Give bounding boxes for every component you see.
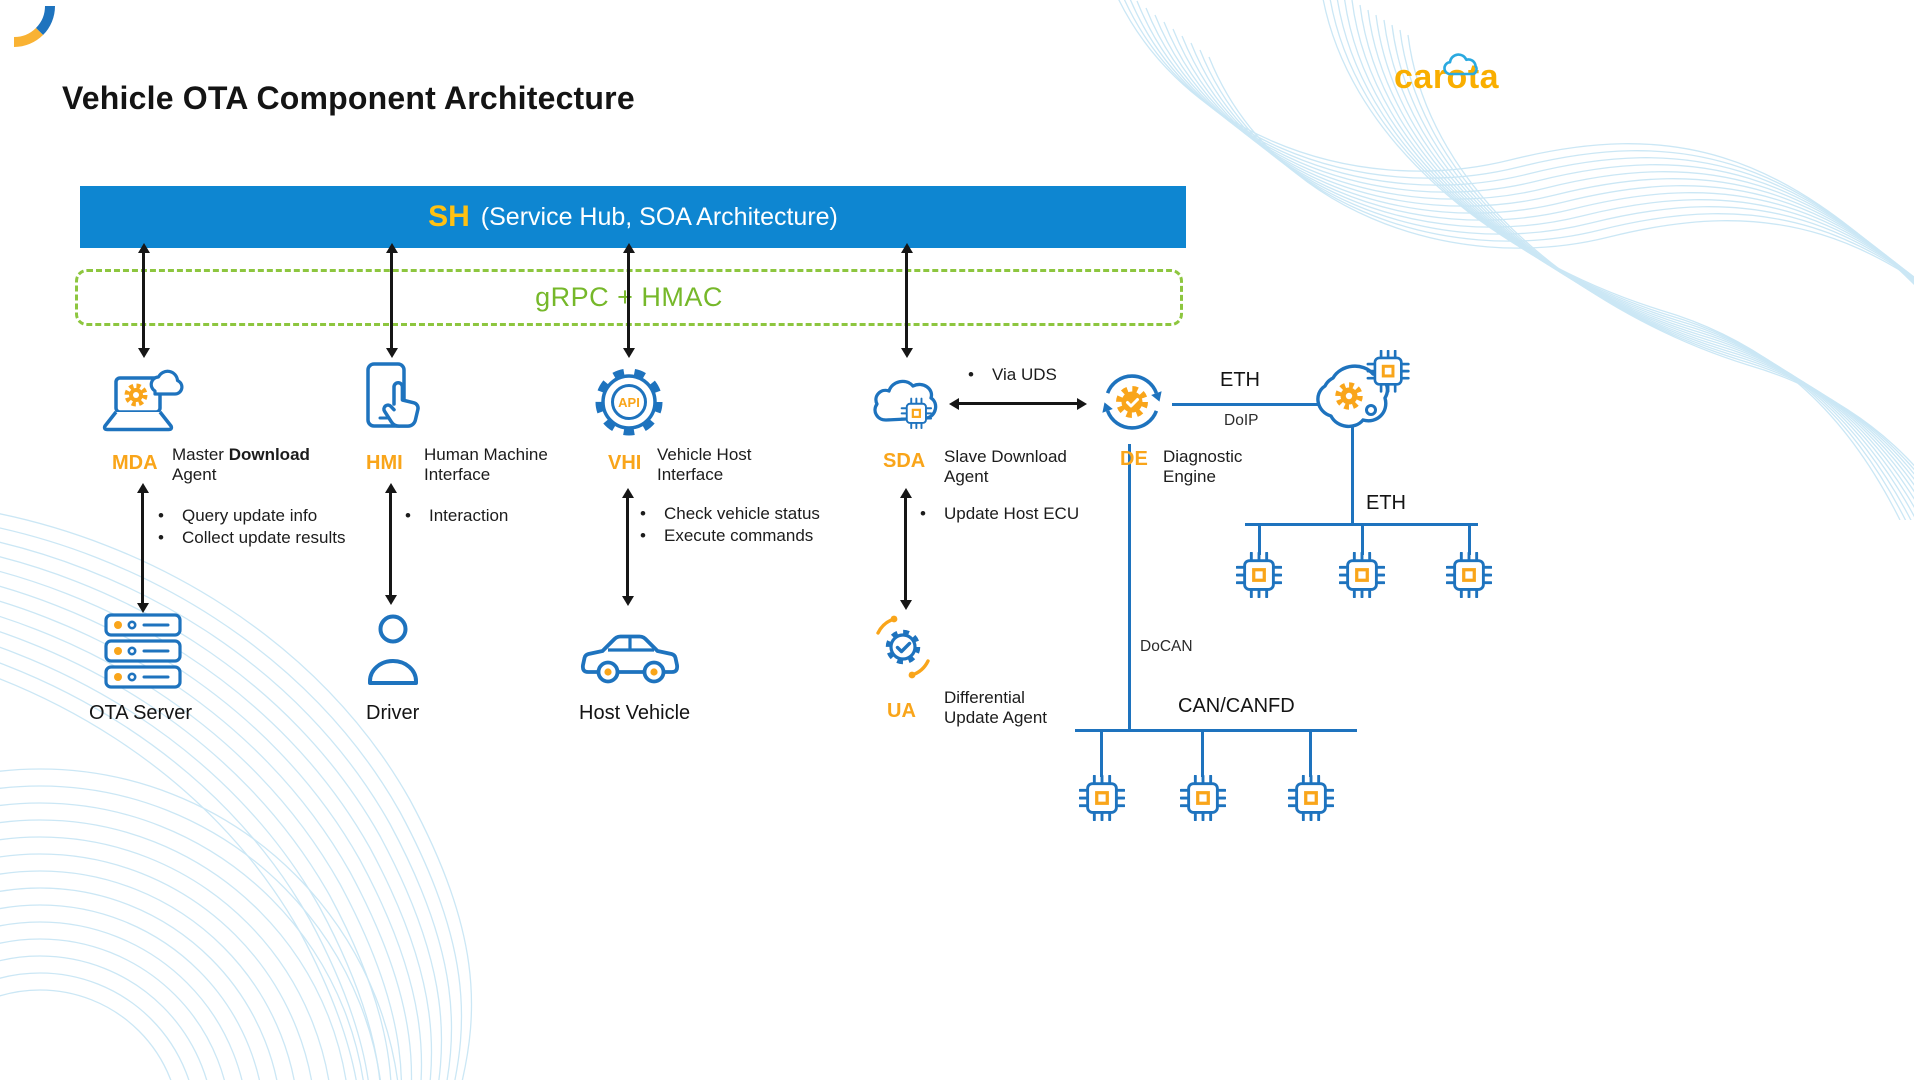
via-uds-bullet: Via UDS (966, 364, 1057, 386)
doip-label: DoIP (1224, 412, 1259, 429)
can-bus-line (1075, 729, 1357, 732)
vhi-description: Vehicle Host Interface (657, 445, 752, 484)
arrow-mda-ota-server (141, 492, 144, 604)
eth-top-label: ETH (1220, 369, 1260, 391)
docan-line (1128, 444, 1131, 732)
driver-person-icon (368, 614, 418, 685)
ota-server-icon (104, 613, 182, 689)
ota-server-label: OTA Server (89, 702, 192, 724)
host-vehicle-label: Host Vehicle (579, 702, 691, 724)
hmi-phone-hand-icon (366, 362, 420, 428)
can-bus-drop-1 (1100, 731, 1103, 777)
ua-description: Differential Update Agent (944, 688, 1048, 727)
ua-update-gear-icon (876, 615, 930, 679)
via-uds-bullet-list: Via UDS (966, 364, 1057, 386)
vhi-bullet: Execute commands (638, 525, 820, 547)
mda-bullet: Collect update results (156, 527, 345, 549)
can-bus-drop-2 (1201, 731, 1204, 777)
gateway-ecu-icon (1316, 350, 1410, 428)
mda-bullet: Query update info (156, 505, 345, 527)
arrow-sda-de (958, 402, 1078, 405)
hmi-abbr: HMI (366, 452, 403, 474)
hmi-description: Human Machine Interface (424, 445, 548, 484)
arrow-sda-ua (904, 497, 907, 601)
mda-bullet-list: Query update info Collect update results (156, 505, 345, 549)
service-hub-banner: SH (Service Hub, SOA Architecture) (80, 186, 1186, 248)
sda-description: Slave Download Agent (944, 447, 1067, 486)
host-vehicle-car-icon (580, 634, 680, 684)
eth-bus-drop-2 (1361, 525, 1364, 555)
sda-abbr: SDA (883, 450, 926, 472)
hmi-bullet-list: Interaction (403, 505, 508, 527)
arrow-hmi-driver (389, 492, 392, 596)
de-sync-gear-icon (1102, 374, 1162, 430)
can-bus-label: CAN/CANFD (1178, 695, 1295, 717)
sda-bullet: Update Host ECU (918, 503, 1079, 525)
cloud-icon (1443, 53, 1478, 76)
ecu-chip-icon (1079, 775, 1125, 821)
vhi-bullet: Check vehicle status (638, 503, 820, 525)
eth-doip-line (1172, 403, 1318, 406)
page-title: Vehicle OTA Component Architecture (62, 80, 635, 116)
eth-bus-line (1245, 523, 1478, 526)
ua-abbr: UA (887, 700, 916, 722)
de-description: Diagnostic Engine (1163, 447, 1243, 486)
mda-laptop-cloud-icon (102, 369, 184, 432)
service-hub-label: (Service Hub, SOA Architecture) (480, 202, 838, 231)
can-bus-drop-3 (1309, 731, 1312, 777)
arrow-sh-sda (905, 252, 908, 349)
service-hub-abbr: SH (428, 200, 470, 233)
ecu-chip-icon (1339, 552, 1385, 598)
mda-desc-prefix: Master (172, 445, 229, 464)
eth-bus-drop-3 (1468, 525, 1471, 555)
arrow-sh-vhi (627, 252, 630, 349)
eth-bus-drop-1 (1258, 525, 1261, 555)
vhi-api-text: API (618, 395, 640, 410)
arrow-vhi-host-vehicle (626, 497, 629, 597)
eth-bus-label: ETH (1366, 492, 1406, 514)
driver-label: Driver (366, 702, 420, 724)
ecu-chip-icon (1288, 775, 1334, 821)
vhi-bullet-list: Check vehicle status Execute commands (638, 503, 820, 547)
docan-label: DoCAN (1140, 638, 1193, 655)
arrow-sh-hmi (390, 252, 393, 349)
vhi-api-gear-icon: API (595, 368, 663, 436)
mda-abbr: MDA (112, 452, 158, 474)
ecu-chip-icon (1236, 552, 1282, 598)
de-abbr: DE (1120, 448, 1148, 470)
mda-desc-bold: Download (228, 445, 310, 464)
ecu-chip-icon (1446, 552, 1492, 598)
sda-cloud-chip-icon (873, 379, 938, 430)
vhi-abbr: VHI (608, 452, 642, 474)
carota-logo: carota (1394, 53, 1499, 97)
mda-desc-suffix: Agent (172, 465, 217, 484)
sda-bullet-list: Update Host ECU (918, 503, 1079, 525)
hmi-bullet: Interaction (403, 505, 508, 527)
arrow-sh-mda (142, 252, 145, 349)
mda-description: Master Download Agent (172, 445, 322, 485)
ecu-chip-icon (1180, 775, 1226, 821)
corner-arc-decoration (13, 5, 56, 48)
